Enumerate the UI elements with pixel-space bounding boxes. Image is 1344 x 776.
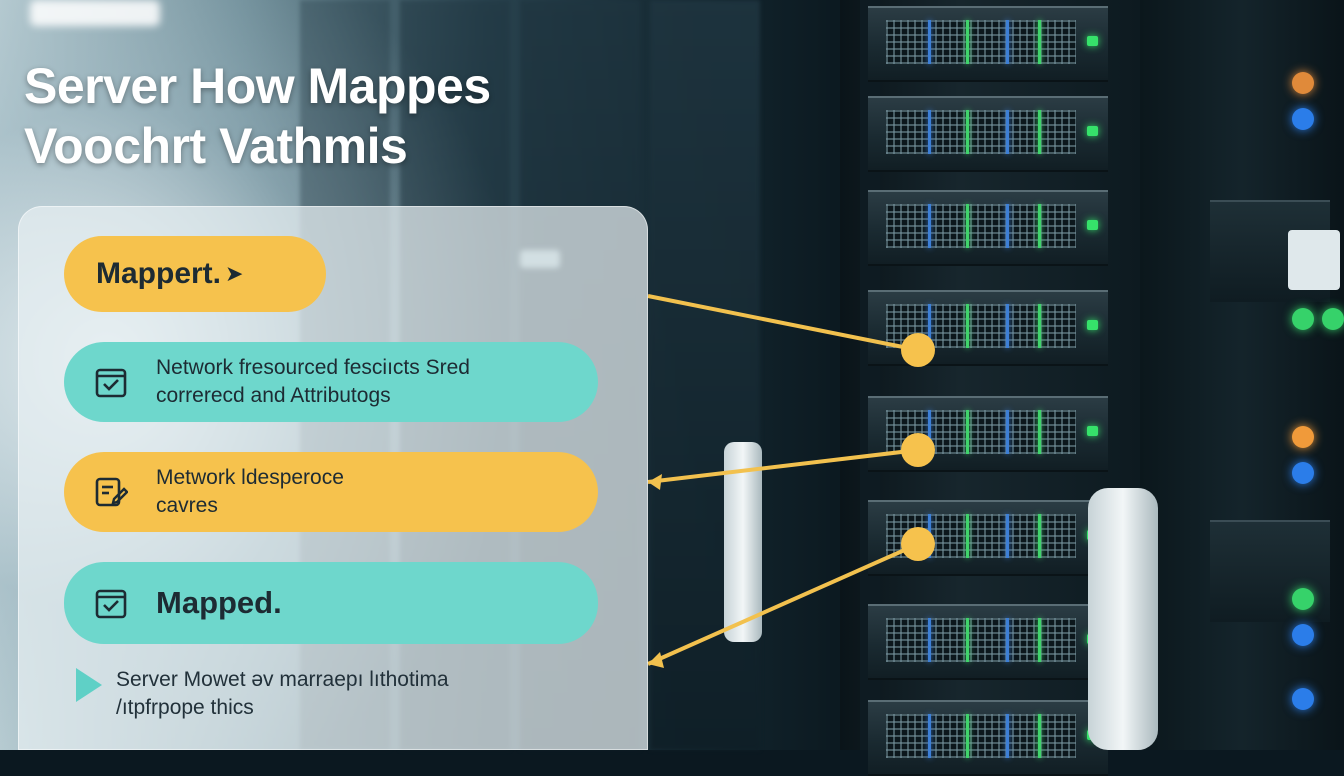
list-item-text: Network fresourced fesciıcts Sred correr… — [156, 354, 470, 410]
list-item: Mapped. — [64, 562, 598, 644]
status-led — [1322, 308, 1344, 330]
activity-light — [966, 204, 969, 248]
status-led — [1292, 588, 1314, 610]
activity-light — [1006, 514, 1009, 558]
status-led — [1292, 308, 1314, 330]
title-line: Voochrt Vathmis — [24, 118, 408, 174]
activity-light — [966, 110, 969, 154]
server-unit — [868, 290, 1108, 366]
server-unit — [868, 190, 1108, 266]
status-led — [1087, 36, 1098, 46]
vent-grille — [886, 714, 1076, 758]
list-item: Metwork ldesperoce cavres — [64, 452, 598, 532]
ceiling-light — [30, 0, 160, 26]
status-led — [1292, 72, 1314, 94]
server-unit — [868, 700, 1108, 776]
activity-light — [1006, 304, 1009, 348]
vent-grille — [886, 304, 1076, 348]
rack-handle — [724, 442, 762, 642]
vent-grille — [886, 514, 1076, 558]
footer-line: /ıtpfrpope thics — [116, 696, 254, 719]
activity-light — [928, 204, 931, 248]
heading-label: Mappert. — [96, 257, 222, 290]
activity-light — [966, 20, 969, 64]
activity-light — [1006, 204, 1009, 248]
arrow-right-icon: ➤ — [225, 261, 244, 286]
rack-handle — [1088, 488, 1158, 750]
vent-grille — [886, 204, 1076, 248]
server-unit — [868, 96, 1108, 172]
activity-light — [1006, 110, 1009, 154]
activity-light — [928, 20, 931, 64]
footer-note: Server Mowet əv marraepı lıthotima /ıtpf… — [76, 666, 449, 722]
activity-light — [928, 304, 931, 348]
activity-light — [1006, 618, 1009, 662]
checkbox-icon — [95, 589, 127, 619]
activity-light — [928, 618, 931, 662]
page-title: Server How Mappes Voochrt Vathmis — [24, 56, 491, 176]
status-led — [1292, 624, 1314, 646]
list-item-text: Metwork ldesperoce cavres — [156, 464, 344, 520]
status-led — [1087, 320, 1098, 330]
list-item: Network fresourced fesciıcts Sred correr… — [64, 342, 598, 422]
activity-light — [928, 410, 931, 454]
activity-light — [928, 514, 931, 558]
checkbox-icon — [95, 368, 127, 398]
document-edit-icon — [95, 477, 128, 507]
activity-light — [1038, 304, 1041, 348]
status-led — [1292, 426, 1314, 448]
footer-text: Server Mowet əv marraepı lıthotima /ıtpf… — [116, 666, 449, 722]
status-led — [1292, 108, 1314, 130]
activity-light — [1038, 204, 1041, 248]
activity-light — [1006, 410, 1009, 454]
activity-light — [928, 714, 931, 758]
activity-light — [966, 618, 969, 662]
status-led — [1087, 426, 1098, 436]
activity-light — [966, 714, 969, 758]
activity-light — [1038, 514, 1041, 558]
activity-light — [1038, 714, 1041, 758]
activity-light — [1006, 714, 1009, 758]
heading-pill: Mappert. ➤ — [64, 236, 326, 312]
activity-light — [1006, 20, 1009, 64]
footer-line: Server Mowet əv marraepı lıthotima — [116, 668, 449, 691]
server-unit — [868, 500, 1108, 576]
server-unit — [868, 396, 1108, 472]
activity-light — [1038, 410, 1041, 454]
list-item-line: cavres — [156, 494, 218, 517]
list-item-line: Metwork ldesperoce — [156, 466, 344, 489]
rack-panel — [1210, 520, 1330, 622]
status-led — [1292, 462, 1314, 484]
vent-grille — [886, 20, 1076, 64]
activity-light — [966, 514, 969, 558]
vent-grille — [886, 110, 1076, 154]
activity-light — [928, 110, 931, 154]
activity-light — [1038, 110, 1041, 154]
server-unit — [868, 604, 1108, 680]
rack-panel — [1210, 200, 1340, 302]
vent-grille — [886, 618, 1076, 662]
status-led — [1292, 688, 1314, 710]
activity-light — [966, 410, 969, 454]
list-item-line: Network fresourced fesciıcts Sred — [156, 356, 470, 379]
list-item-line: correrecd and Attributogs — [156, 384, 391, 407]
activity-light — [966, 304, 969, 348]
status-led — [1087, 126, 1098, 136]
activity-light — [1038, 20, 1041, 64]
play-icon — [76, 668, 102, 702]
vent-grille — [886, 410, 1076, 454]
list-item-text: Mapped. — [156, 585, 282, 620]
activity-light — [1038, 618, 1041, 662]
status-led — [1087, 220, 1098, 230]
title-line: Server How Mappes — [24, 58, 491, 114]
display-screen — [1288, 230, 1340, 290]
server-unit — [868, 6, 1108, 82]
